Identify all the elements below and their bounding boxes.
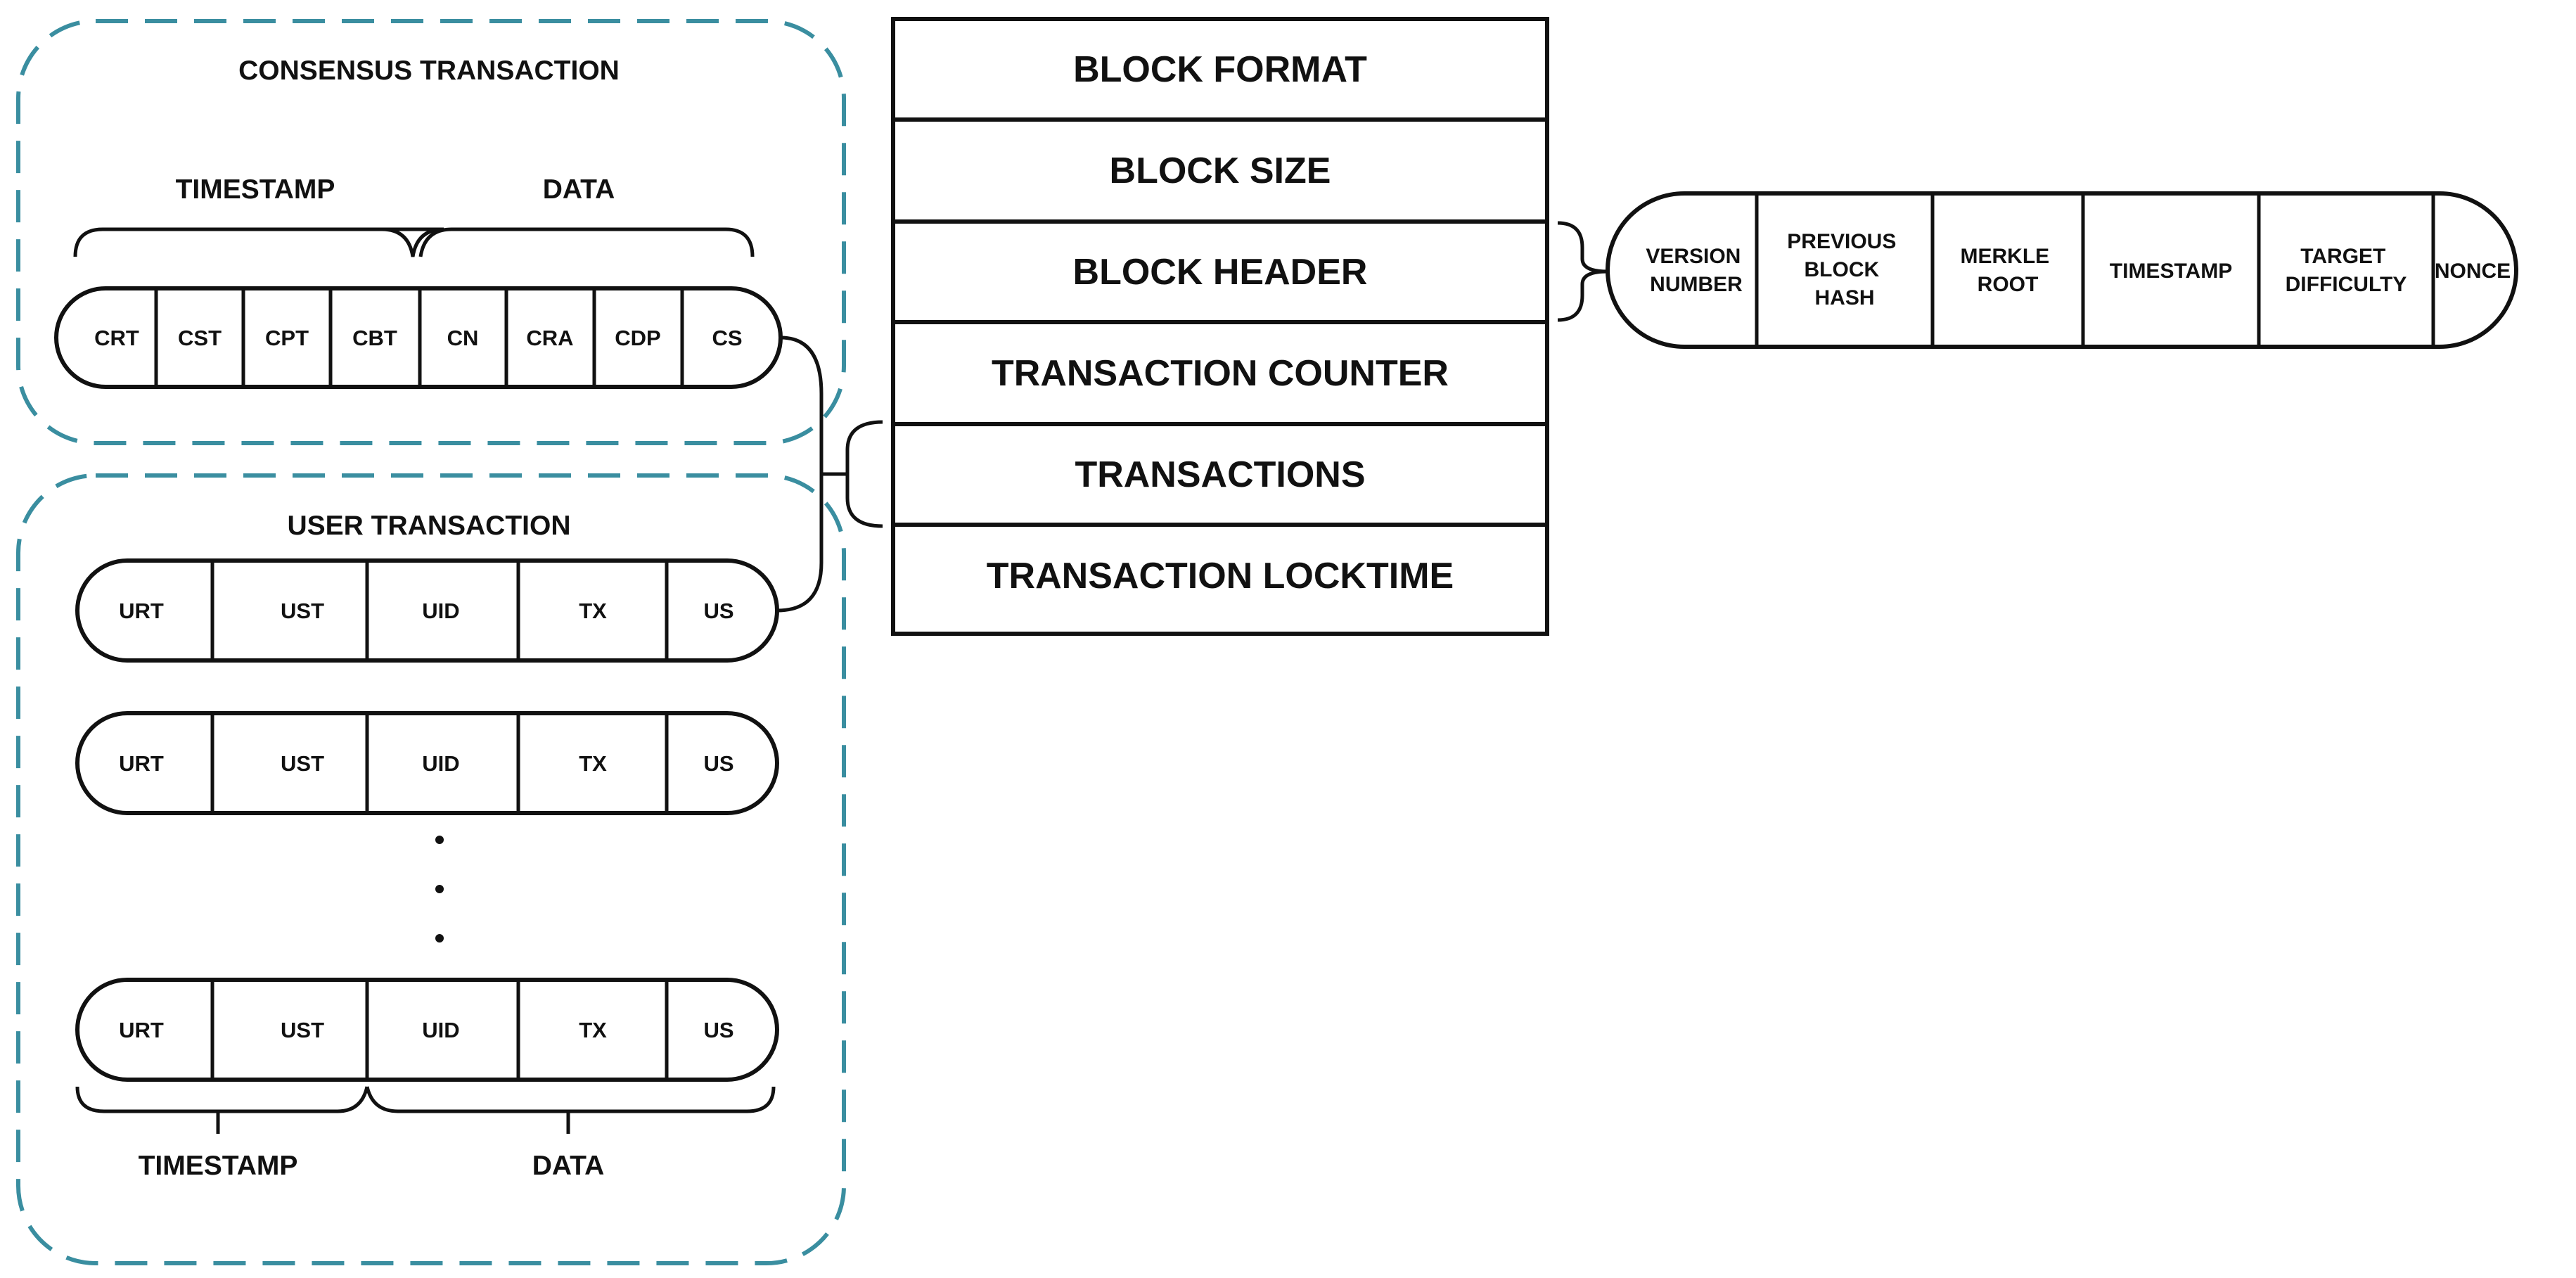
field-urt: URT	[119, 599, 164, 623]
header-field-merkle-root: MERKLE ROOT	[1960, 245, 2055, 296]
header-field-line: NUMBER	[1650, 273, 1743, 296]
field-cpt: CPT	[265, 326, 309, 350]
header-field-line: VERSION	[1646, 245, 1741, 268]
transaction-connectors	[776, 336, 883, 613]
consensus-to-transactions-connector	[776, 336, 824, 613]
consensus-title: CONSENSUS TRANSACTION	[238, 56, 620, 86]
field-crt: CRT	[94, 326, 139, 350]
user-pill: URT UST UID TX US	[75, 978, 779, 1082]
header-field-nonce: NONCE	[2435, 260, 2511, 283]
ellipsis-dot	[435, 934, 444, 942]
header-field-line: HASH	[1814, 286, 1874, 309]
ellipsis-dot	[435, 885, 444, 893]
user-pill: URT UST UID TX US	[75, 558, 779, 663]
header-field-line: TIMESTAMP	[2110, 260, 2232, 283]
header-field-timestamp: TIMESTAMP	[2110, 260, 2232, 283]
header-field-line: BLOCK	[1805, 258, 1880, 281]
field-cra: CRA	[526, 326, 573, 350]
field-urt: URT	[119, 1018, 164, 1042]
field-uid: UID	[422, 599, 459, 623]
field-cbt: CBT	[352, 326, 397, 350]
header-field-target-difficulty: TARGET DIFFICULTY	[2286, 245, 2407, 296]
consensus-transaction-group: CONSENSUS TRANSACTION TIMESTAMP DATA CRT…	[16, 19, 846, 445]
field-uid: UID	[422, 1018, 459, 1042]
consensus-pill: CRT CST CPT CBT CN CRA CDP CS	[54, 286, 783, 389]
header-field-line: TARGET	[2300, 245, 2385, 268]
field-cst: CST	[178, 326, 222, 350]
block-header-pill: VERSION NUMBER PREVIOUS BLOCK HASH MERKL…	[1606, 191, 2518, 349]
consensus-timestamp-brace	[73, 227, 444, 257]
user-pill-outline	[75, 978, 779, 1082]
header-field-line: MERKLE	[1960, 245, 2049, 268]
user-transaction-group: USER TRANSACTION URT UST UID TX US URT U…	[16, 473, 846, 1265]
block-structure-table: BLOCK FORMAT BLOCK SIZE BLOCK HEADER TRA…	[891, 17, 1549, 636]
ellipsis-dots	[435, 836, 444, 942]
header-field-line: NONCE	[2435, 260, 2511, 283]
field-tx: TX	[579, 1018, 607, 1042]
field-tx: TX	[579, 751, 607, 776]
header-field-line: DIFFICULTY	[2286, 273, 2407, 296]
ellipsis-dot	[435, 836, 444, 844]
user-pill: URT UST UID TX US	[75, 711, 779, 815]
block-size-label: BLOCK SIZE	[1110, 151, 1331, 191]
field-cn: CN	[447, 326, 479, 350]
transaction-locktime-label: TRANSACTION LOCKTIME	[987, 556, 1454, 596]
block-row-size	[891, 117, 1549, 224]
header-field-version-number: VERSION NUMBER	[1646, 245, 1746, 296]
consensus-data-label: DATA	[543, 174, 615, 205]
user-pill-outline	[75, 711, 779, 815]
header-field-previous-block-hash: PREVIOUS BLOCK HASH	[1787, 230, 1902, 309]
field-cdp: CDP	[615, 326, 660, 350]
transactions-brace	[845, 420, 883, 528]
header-field-line: ROOT	[1978, 273, 2039, 296]
field-us: US	[703, 1018, 733, 1042]
block-header-label: BLOCK HEADER	[1073, 252, 1368, 293]
user-title: USER TRANSACTION	[287, 511, 570, 541]
transactions-label: TRANSACTIONS	[1075, 454, 1365, 495]
block-format-label: BLOCK FORMAT	[1073, 49, 1367, 90]
field-ust: UST	[281, 751, 324, 776]
consensus-data-brace	[418, 227, 755, 257]
block-row-transaction-counter	[891, 320, 1549, 426]
user-data-brace	[365, 1086, 776, 1113]
field-cs: CS	[712, 326, 742, 350]
user-timestamp-label: TIMESTAMP	[139, 1151, 298, 1181]
field-uid: UID	[422, 751, 459, 776]
field-us: US	[703, 599, 733, 623]
block-row-transaction-locktime	[891, 523, 1549, 636]
field-tx: TX	[579, 599, 607, 623]
field-urt: URT	[119, 751, 164, 776]
block-header-brace	[1557, 221, 1608, 322]
user-dashed-border	[16, 473, 846, 1265]
field-us: US	[703, 751, 733, 776]
header-field-line: PREVIOUS	[1787, 230, 1896, 253]
field-ust: UST	[281, 1018, 324, 1042]
field-ust: UST	[281, 599, 324, 623]
transaction-counter-label: TRANSACTION COUNTER	[992, 353, 1449, 394]
consensus-timestamp-label: TIMESTAMP	[176, 174, 335, 205]
header-pill-outline	[1606, 191, 2518, 349]
user-data-label: DATA	[532, 1151, 605, 1181]
user-timestamp-brace	[75, 1086, 369, 1113]
block-row-header	[891, 219, 1549, 324]
